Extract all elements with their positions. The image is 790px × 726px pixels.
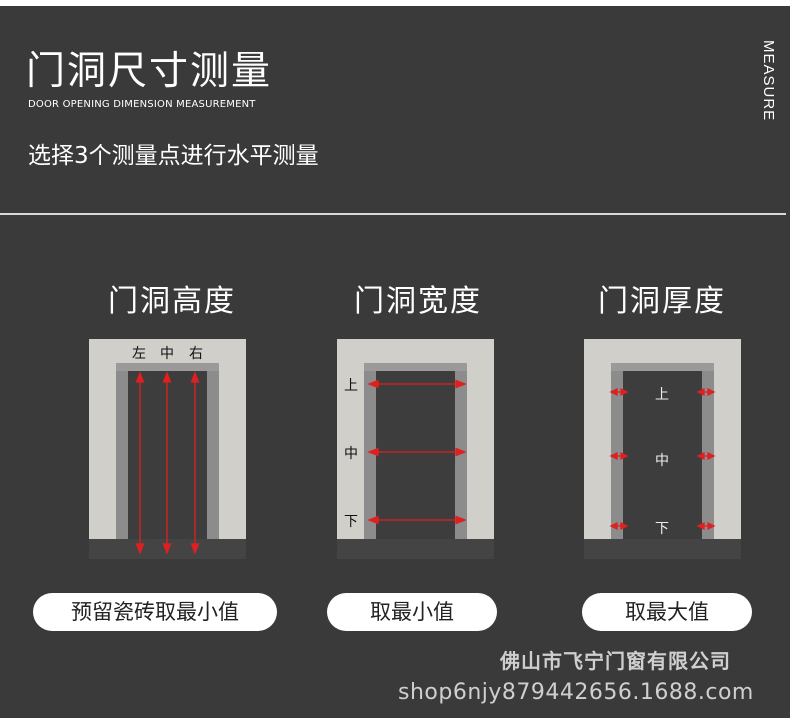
panel-title-width: 门洞宽度 [354,284,482,319]
panel-title-thickness: 门洞厚度 [598,284,726,319]
label-left: 左 [132,346,146,362]
label-middle: 中 [160,346,174,362]
door-opening [376,371,455,553]
floor [337,539,494,559]
door-frame-left [116,363,128,555]
floor [584,539,741,559]
subtitle-chinese: 选择3个测量点进行水平测量 [28,143,319,169]
side-label: MEASURE [760,40,777,122]
door-diagram-height: 左 中 右 [89,339,246,559]
label-bottom: 下 [344,514,358,530]
door-frame-right [207,363,219,555]
door-frame-top [364,363,467,371]
door-diagram-width: 上 中 下 [337,339,494,559]
shop-url: shop6njy879442656.1688.com [398,680,754,705]
door-frame-right [455,363,467,555]
door-frame-top [116,363,219,371]
bottom-bar [0,718,790,726]
door-frame-top [611,363,714,371]
panel-title-height: 门洞高度 [108,284,236,319]
note-pill-height: 预留瓷砖取最小值 [33,593,277,631]
door-opening [623,371,702,553]
divider [0,213,786,215]
note-pill-thickness: 取最大值 [582,593,752,631]
label-right: 右 [189,346,203,362]
page-title: 门洞尺寸测量 [26,49,273,94]
door-diagram-thickness: 上 中 下 [584,339,741,559]
label-top: 上 [655,387,669,403]
label-middle: 中 [344,446,358,462]
thickness-arrows [609,387,716,531]
label-top: 上 [344,378,358,394]
label-bottom: 下 [655,521,669,537]
height-arrows [135,371,200,555]
label-middle: 中 [655,453,669,469]
note-pill-width: 取最小值 [327,593,497,631]
top-stripe [0,0,790,6]
width-arrows [367,379,467,525]
company-name: 佛山市飞宁门窗有限公司 [500,649,731,673]
door-frame-left [364,363,376,555]
subtitle-english: DOOR OPENING DIMENSION MEASUREMENT [28,99,256,110]
